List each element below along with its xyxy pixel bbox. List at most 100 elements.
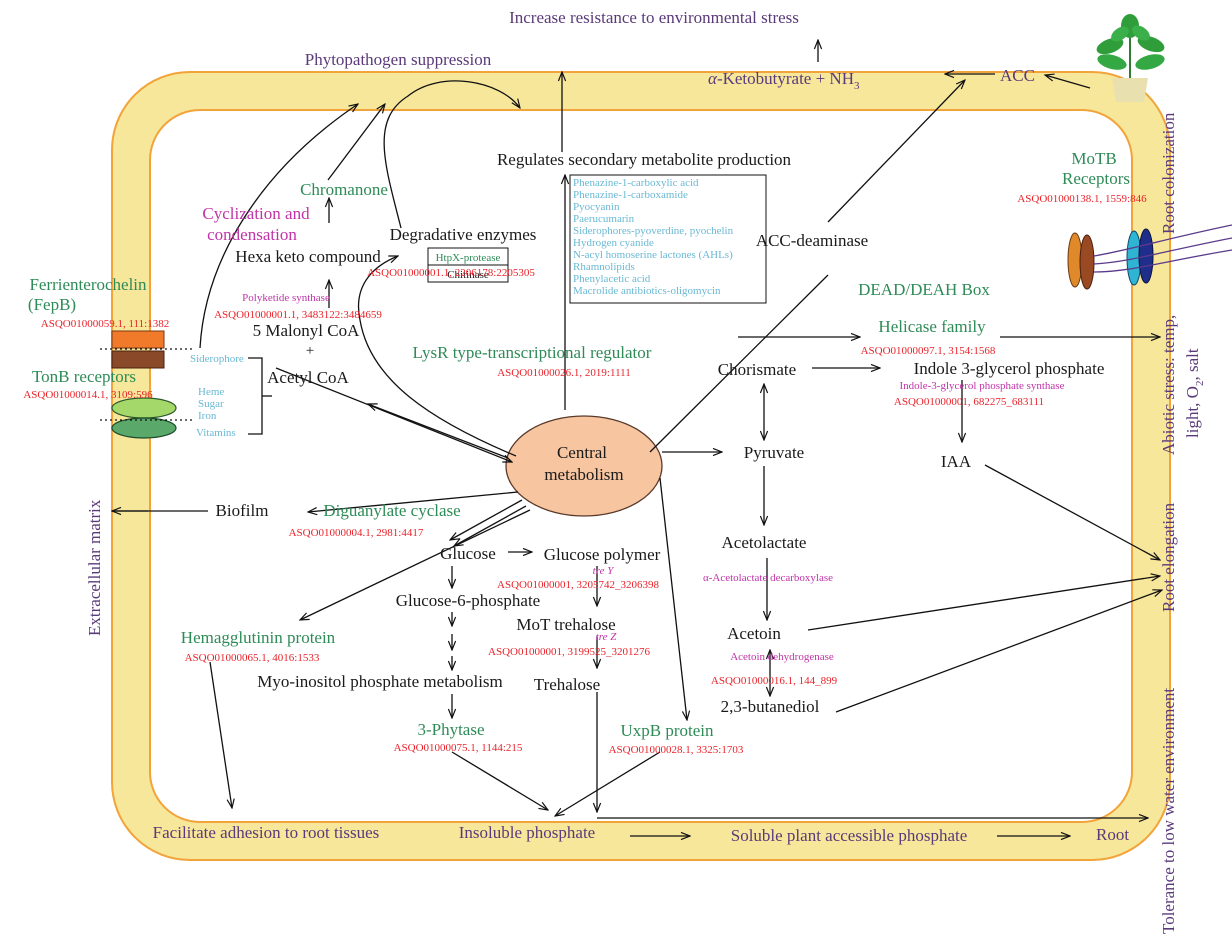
ferrienterochelin-label: Ferrienterochelin <box>29 275 147 294</box>
outcome-extracellular-matrix: Extracellular matrix <box>85 499 104 636</box>
myo-inositol-label: Myo-inositol phosphate metabolism <box>257 672 503 691</box>
pyruvate-label: Pyruvate <box>744 443 804 462</box>
trey-locus: ASQO01000001, 3205742_3206398 <box>497 579 659 591</box>
chorismate-label: Chorismate <box>718 360 796 379</box>
degradative-locus: ASQO01000001.1, 2206178:2205305 <box>367 267 535 279</box>
lysr-locus: ASQO01000026.1, 2019:1111 <box>497 367 631 379</box>
siderophore-label: Siderophore <box>190 353 244 365</box>
trez-locus: ASQO01000001, 3199525_3201276 <box>488 646 650 658</box>
acetoin-label: Acetoin <box>727 624 781 643</box>
cyclization-label-2: condensation <box>207 225 297 244</box>
uxpb-locus: ASQO01000028.1, 3325:1703 <box>609 744 744 756</box>
motb-receptor-ovals <box>1067 224 1232 290</box>
butanediol-label: 2,3-butanediol <box>721 697 820 716</box>
acetoin-dehydrogenase-label: Acetoin dehydrogenase <box>730 651 834 663</box>
diguanylate-locus: ASQO01000004.1, 2981:4417 <box>289 527 424 539</box>
fepb-locus: ASQO01000059.1, 111:1382 <box>41 318 169 330</box>
compound-item: Phenazine-1-carboxamide <box>573 189 688 201</box>
malonyl-label: 5 Malonyl CoA <box>253 321 360 340</box>
phytase-locus: ASQO01000075.1, 1144:215 <box>394 742 523 754</box>
iaa-label: IAA <box>941 452 972 471</box>
indole-label: Indole 3-glycerol phosphate <box>914 359 1105 378</box>
acc-label: ACC <box>1000 66 1035 85</box>
compound-item: Macrolide antibiotics-oligomycin <box>573 285 721 297</box>
outcome-root: Root <box>1096 825 1129 844</box>
plus-label: + <box>306 343 314 359</box>
outcome-abiotic-stress-2: light, O2, salt <box>1183 348 1206 438</box>
degradative-enzyme-box: HtpX-protease Chitinase <box>427 247 509 283</box>
motb-label-2: Receptors <box>1062 169 1130 188</box>
central-label-line2: metabolism <box>544 465 623 484</box>
acetyl-coa-label: Acetyl CoA <box>267 368 349 387</box>
compound-item: Pyocyanin <box>573 201 620 213</box>
indole-synthase-label: Indole-3-glycerol phosphate synthase <box>900 380 1065 392</box>
chromanone-label: Chromanone <box>300 180 388 199</box>
iron-label: Iron <box>198 410 217 422</box>
hexa-keto-label: Hexa keto compound <box>235 247 381 266</box>
central-label-line1: Central <box>557 443 607 462</box>
cyclization-label-1: Cyclization and <box>202 204 310 223</box>
compound-item: Rhamnolipids <box>573 261 635 273</box>
polyketide-synthase-label: Polyketide synthase <box>242 292 330 304</box>
outcome-environmental-stress: Increase resistance to environmental str… <box>509 8 799 27</box>
polyketide-locus: ASQO01000001.1, 3483122:3484659 <box>214 309 382 321</box>
outcome-root-elongation: Root elongation <box>1159 502 1178 612</box>
phytase-label: 3-Phytase <box>417 720 484 739</box>
dead-box-label: DEAD/DEAH Box <box>858 280 990 299</box>
outcome-tolerance-low-water: Tolerance to low water environment <box>1159 688 1178 934</box>
lysr-label: LysR type-transcriptional regulator <box>413 343 652 362</box>
htpx-label: HtpX-protease <box>436 252 501 264</box>
motb-label-1: MoTB <box>1071 149 1116 168</box>
central-metabolism-node: Central metabolism <box>505 415 663 517</box>
glucose-label: Glucose <box>440 544 496 563</box>
outcome-soluble-phosphate: Soluble plant accessible phosphate <box>731 826 968 845</box>
secondary-metabolite-label: Regulates secondary metabolite productio… <box>497 150 792 169</box>
hemagglutinin-label: Hemagglutinin protein <box>181 628 336 647</box>
degradative-enzymes-label: Degradative enzymes <box>390 225 537 244</box>
helicase-label: Helicase family <box>878 317 986 336</box>
mot-trehalose-label: MoT trehalose <box>516 615 615 634</box>
trey-label: tre Y <box>593 565 616 577</box>
glucose-polymer-label: Glucose polymer <box>544 545 661 564</box>
heme-label: Heme <box>198 386 224 398</box>
outcome-phytopathogen-suppression: Phytopathogen suppression <box>305 50 492 69</box>
trez-label: tre Z <box>596 631 618 643</box>
tonb-receptor-ovals <box>111 397 177 439</box>
acetoin-locus: ASQO01000016.1, 144_899 <box>711 675 838 687</box>
acetolactate-decarboxylase-label: α-Acetolactate decarboxylase <box>703 572 833 584</box>
outcome-adhesion: Facilitate adhesion to root tissues <box>153 823 380 842</box>
tonb-label: TonB receptors <box>32 367 136 386</box>
uxpb-label: UxpB protein <box>620 721 714 740</box>
compound-item: N-acyl homoserine lactones (AHLs) <box>573 249 733 261</box>
glucose-6-phosphate-label: Glucose-6-phosphate <box>396 591 540 610</box>
connector-lines <box>100 40 1162 836</box>
compound-item: Phenylacetic acid <box>573 273 651 285</box>
compound-item: Siderophores-pyoverdine, pyochelin <box>573 225 734 237</box>
acc-deaminase-label: ACC-deaminase <box>756 231 868 250</box>
motb-locus: ASQO01000138.1, 1559:846 <box>1017 193 1147 205</box>
chitinase-label: Chitinase <box>447 269 489 281</box>
fepb-label: (FepB) <box>28 295 76 314</box>
compound-item: Hydrogen cyanide <box>573 237 654 249</box>
compound-item: Phenazine-1-carboxylic acid <box>573 177 699 189</box>
indole-locus: ASQO01000001, 682275_683111 <box>894 396 1044 408</box>
helicase-locus: ASQO01000097.1, 3154:1568 <box>861 345 996 357</box>
secondary-compound-box: Phenazine-1-carboxylic acid Phenazine-1-… <box>569 174 767 304</box>
biofilm-label: Biofilm <box>216 501 269 520</box>
outcome-abiotic-stress-1: Abiotic stress: temp, <box>1159 315 1178 455</box>
acetolactate-label: Acetolactate <box>722 533 807 552</box>
ketobutyrate-label: α-Ketobutyrate + NH3 <box>708 69 860 92</box>
diguanylate-label: Diguanylate cyclase <box>323 501 460 520</box>
plant-icon <box>1096 14 1165 102</box>
vitamins-label: Vitamins <box>196 427 236 439</box>
compound-item: Paerucumarin <box>573 213 635 225</box>
outcome-root-colonization: Root colonization <box>1159 112 1178 234</box>
hemagglutinin-locus: ASQO01000065.1, 4016:1533 <box>185 652 320 664</box>
fepb-transporter-blocks <box>111 330 165 369</box>
trehalose-label: Trehalose <box>534 675 600 694</box>
outcome-insoluble-phosphate: Insoluble phosphate <box>459 823 595 842</box>
tonb-locus: ASQO01000014.1, 3109:596 <box>23 389 153 401</box>
sugar-label: Sugar <box>198 398 224 410</box>
